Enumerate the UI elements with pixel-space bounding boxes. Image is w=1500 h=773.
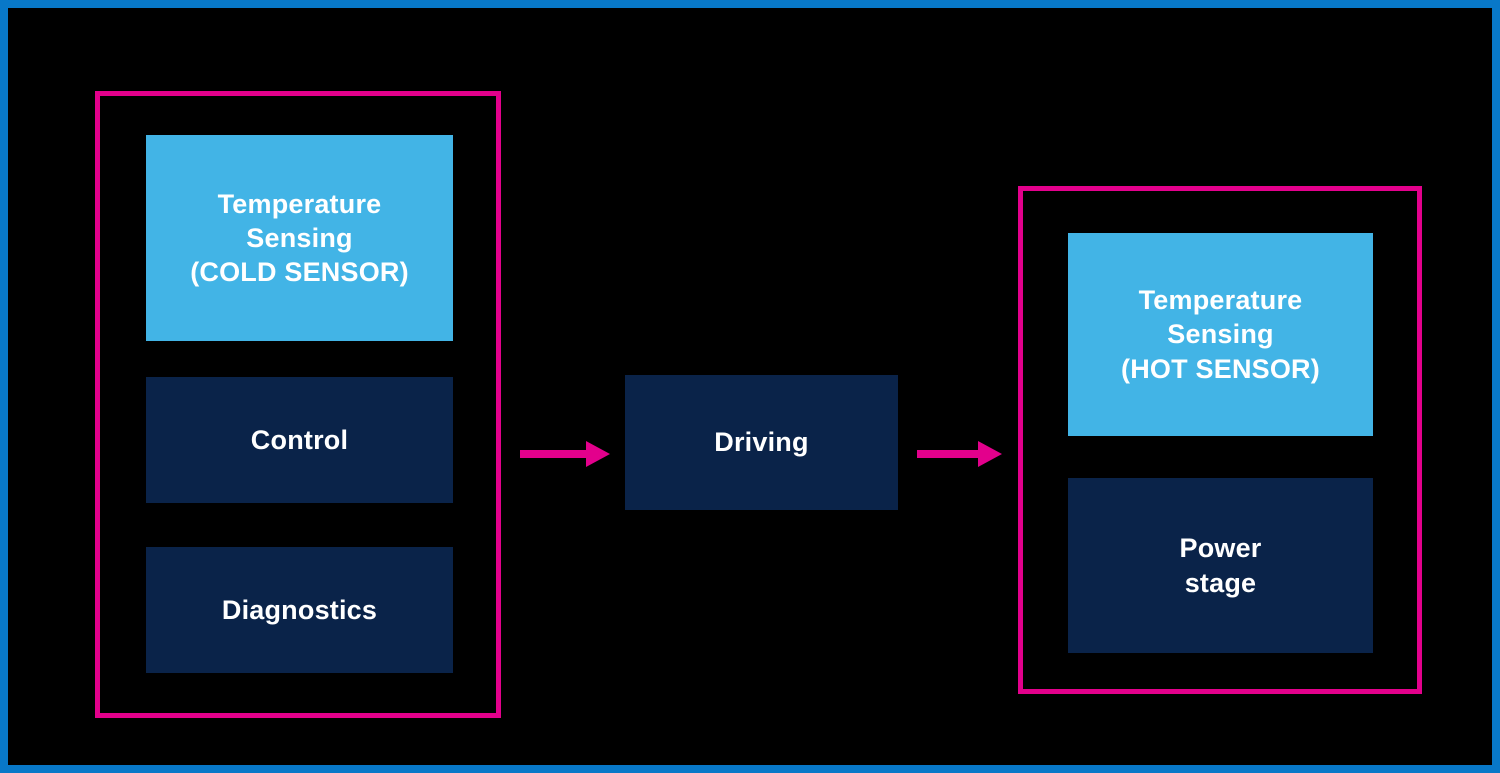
- block-driving[interactable]: Driving: [625, 375, 898, 510]
- block-temperature-sensing-cold-sensor[interactable]: Temperature Sensing (COLD SENSOR): [146, 135, 453, 341]
- block-temperature-sensing-hot-sensor[interactable]: Temperature Sensing (HOT SENSOR): [1068, 233, 1373, 436]
- block-power-stage[interactable]: Power stage: [1068, 478, 1373, 653]
- group-frame-hot-side: [1018, 186, 1422, 694]
- block-control[interactable]: Control: [146, 377, 453, 503]
- group-frame-cold-side: [95, 91, 501, 718]
- block-diagnostics[interactable]: Diagnostics: [146, 547, 453, 673]
